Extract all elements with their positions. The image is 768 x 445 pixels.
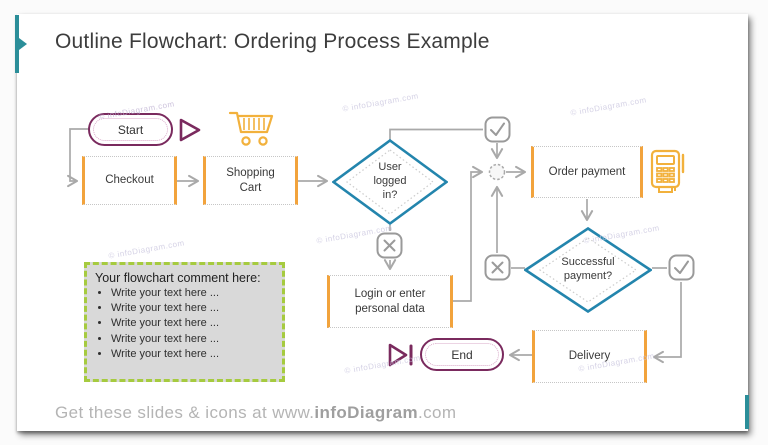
teal-accent-bar-left: [15, 15, 19, 73]
node-successful-payment: Successful payment?: [524, 227, 652, 313]
comment-bullet: Write your text here ...: [111, 317, 274, 329]
comment-bullet-list: Write your text here ... Write your text …: [95, 287, 274, 360]
node-login-label: Login or enter personal data: [354, 287, 426, 315]
footer-text: Get these slides & icons at www.infoDiag…: [55, 403, 456, 423]
skip-end-icon: [388, 343, 413, 367]
comment-bullet: Write your text here ...: [111, 348, 274, 360]
node-checkout-label: Checkout: [105, 174, 154, 187]
node-successful-payment-label: Successful payment?: [561, 256, 615, 282]
shopping-cart-icon: [228, 111, 274, 146]
node-checkout: Checkout: [82, 156, 177, 205]
payment-terminal-icon: [650, 149, 685, 193]
cross-icon: [484, 254, 511, 281]
node-shopping-cart: Shopping Cart: [203, 156, 298, 205]
comment-title: Your flowchart comment here:: [95, 271, 261, 285]
comment-bullet: Write your text here ...: [111, 302, 274, 314]
node-start-label: Start: [117, 122, 144, 137]
node-order-payment: Order payment: [531, 146, 643, 198]
node-end: End: [420, 338, 504, 371]
comment-bullet: Write your text here ...: [111, 287, 274, 299]
footer-brand: infoDiagram: [314, 403, 418, 422]
footer-prefix: Get these slides & icons at www.: [55, 403, 315, 422]
teal-accent-bar-right: [745, 395, 749, 429]
node-login: Login or enter personal data: [327, 275, 453, 328]
node-order-payment-label: Order payment: [548, 165, 626, 178]
node-shopping-cart-label: Shopping Cart: [226, 166, 275, 194]
node-delivery: Delivery: [532, 330, 647, 383]
footer-suffix: .com: [418, 403, 457, 422]
comment-box: Your flowchart comment here: Write your …: [84, 262, 285, 382]
node-end-label: End: [451, 347, 473, 362]
node-user-logged-in-label: User logged in?: [373, 161, 407, 201]
teal-accent-arrow-icon: [19, 38, 27, 50]
play-icon: [179, 118, 201, 142]
node-delivery-label: Delivery: [568, 350, 611, 363]
check-icon: [668, 254, 695, 281]
slide-title: Outline Flowchart: Ordering Process Exam…: [55, 30, 490, 53]
comment-bullet: Write your text here ...: [111, 333, 274, 345]
check-icon: [484, 116, 511, 143]
cross-icon: [376, 232, 403, 259]
node-user-logged-in: User logged in?: [332, 139, 448, 225]
node-start: Start: [88, 113, 173, 146]
